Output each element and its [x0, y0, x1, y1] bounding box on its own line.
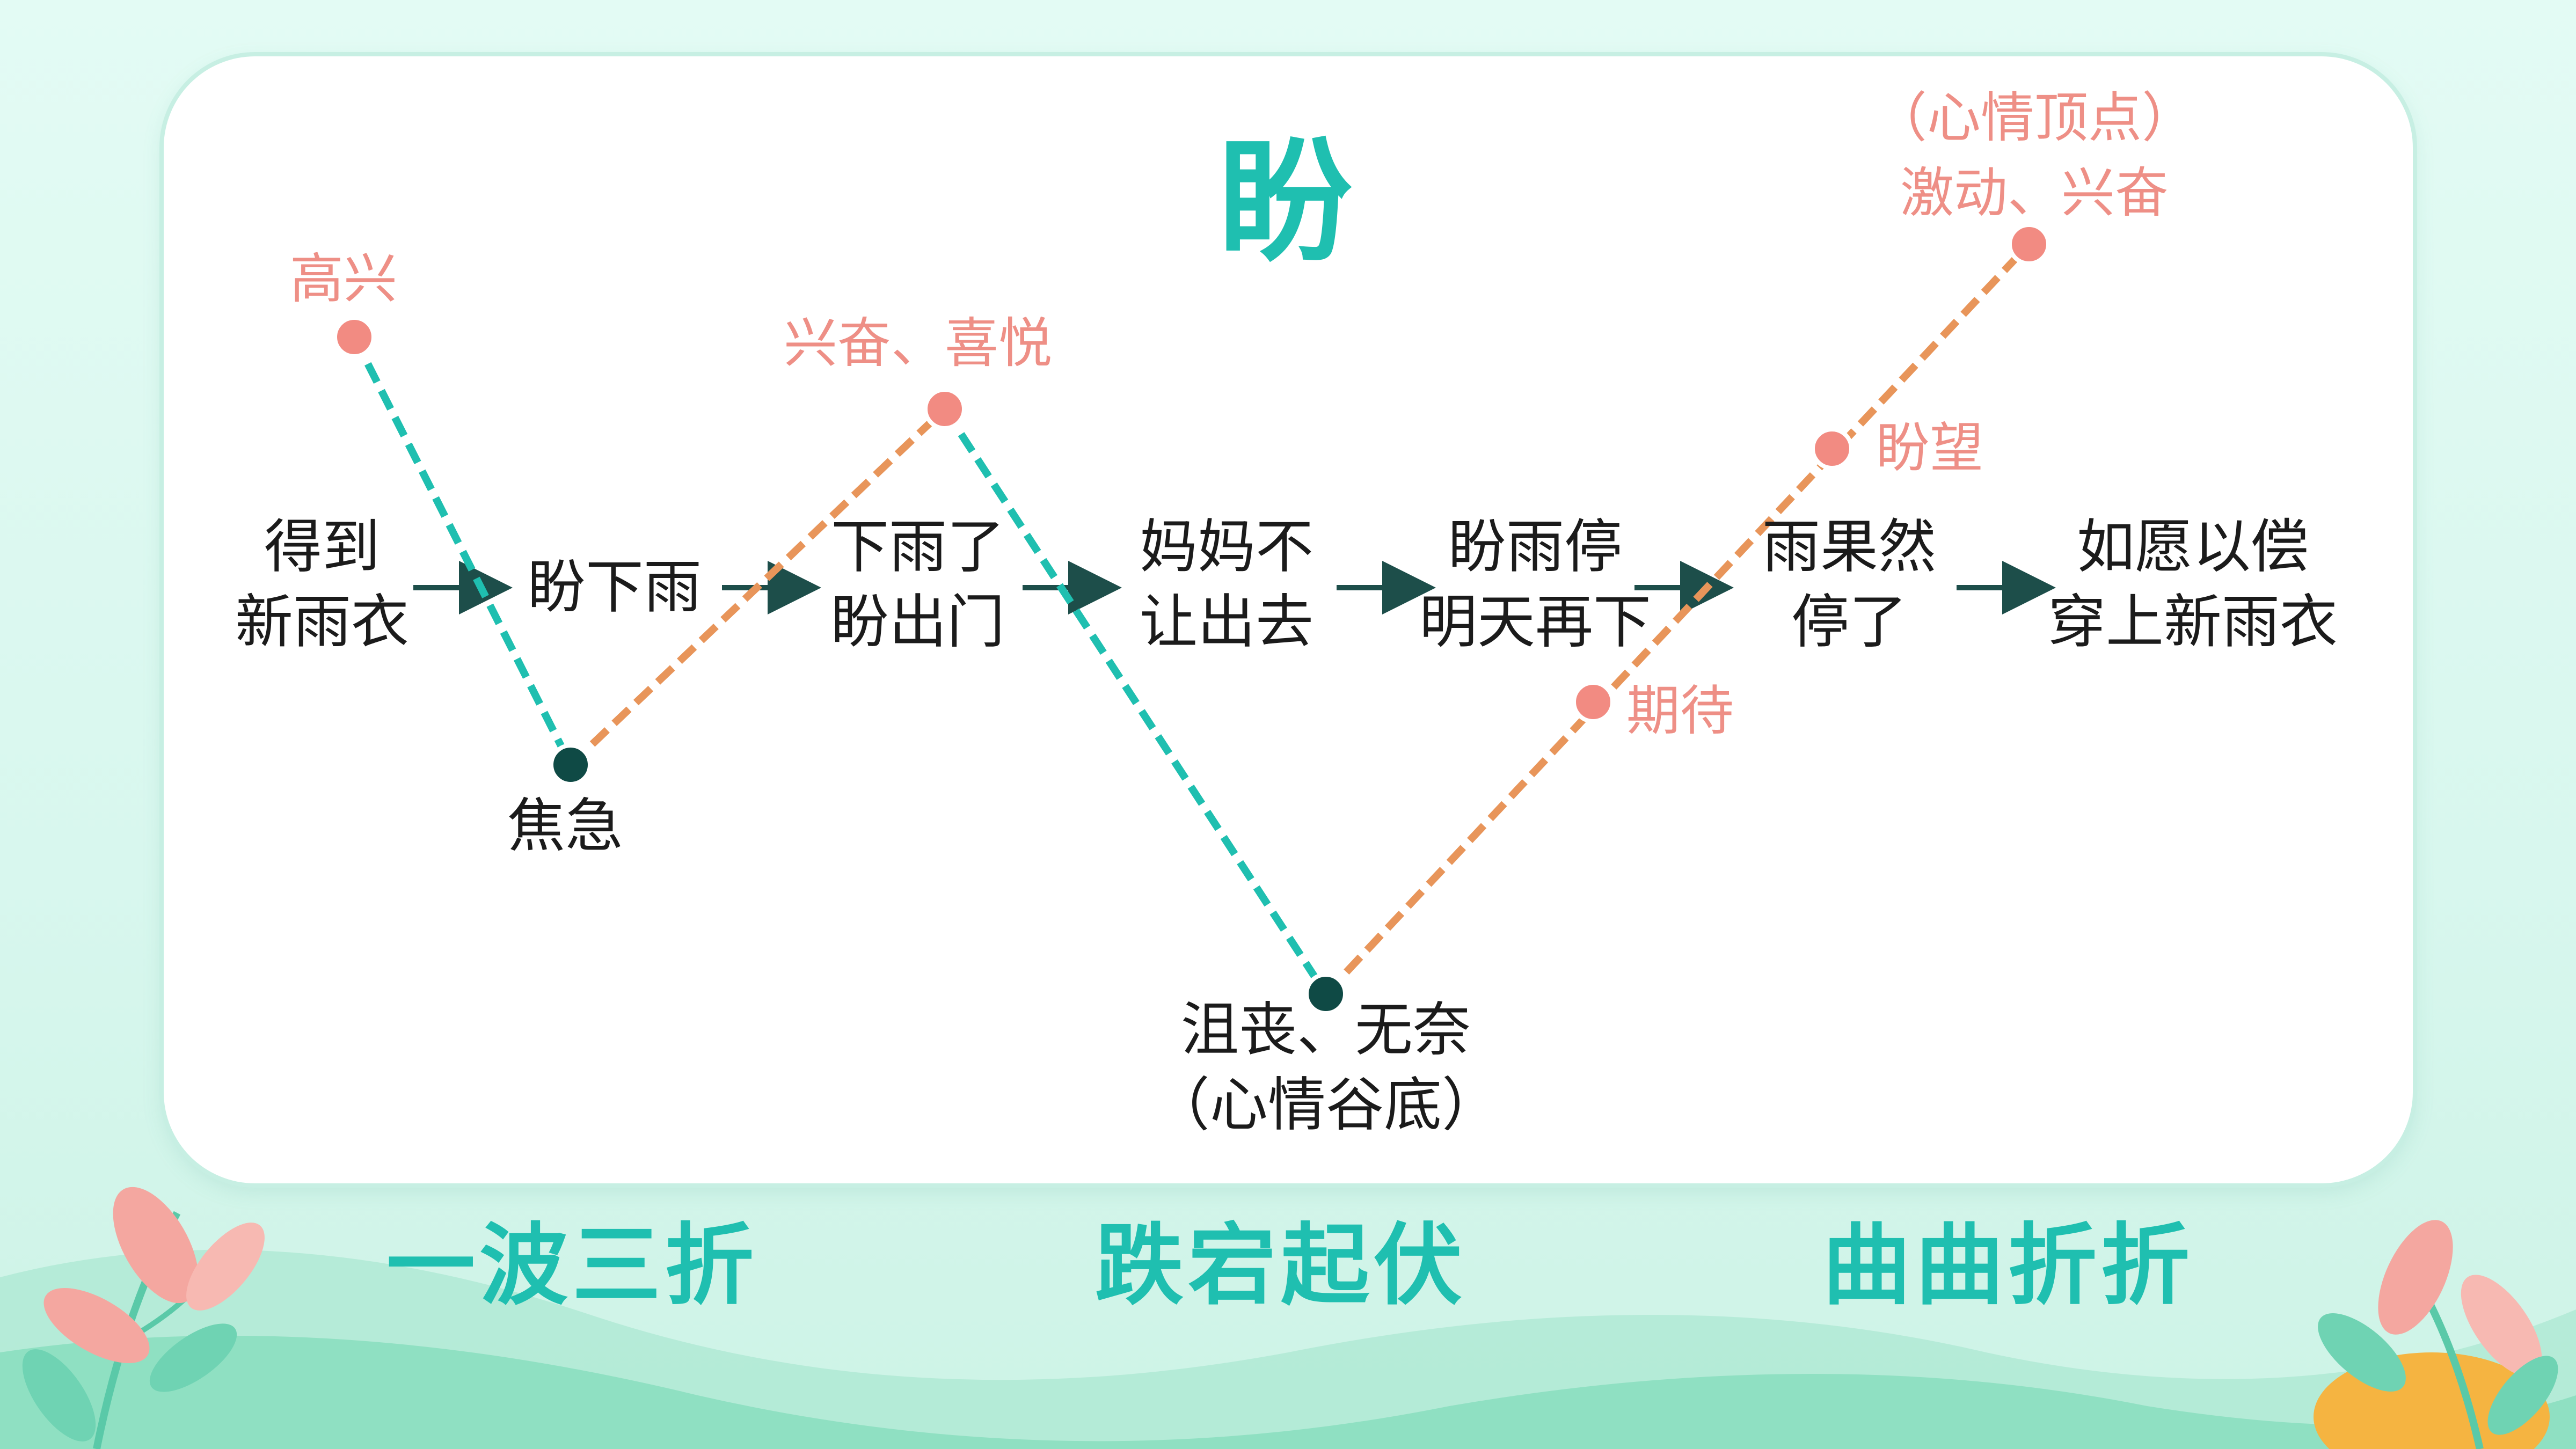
stage-7-line1: 如愿以偿 — [2076, 514, 2309, 581]
stage-5-line2: 明天再下 — [1419, 589, 1651, 656]
stage-label-7: 如愿以偿 穿上新雨衣 — [2026, 510, 2359, 660]
stage-6-line1: 雨果然 — [1762, 514, 1936, 581]
emotion-label-panwang: 盼望 — [1876, 416, 1983, 479]
emotion-point-xingfen — [923, 387, 966, 430]
curve-segment-up-1 — [568, 406, 947, 768]
stage-5-line1: 盼雨停 — [1448, 514, 1622, 581]
emotion-label-jiaoji: 焦急 — [507, 793, 624, 860]
summary-phrase-3: 曲曲折折 — [1822, 1213, 2194, 1317]
stage-7-line2: 穿上新雨衣 — [2047, 589, 2338, 656]
stage-label-4: 妈妈不 让出去 — [1122, 510, 1331, 660]
emotion-label-peak: （心情顶点） 激动、兴奋 — [1847, 80, 2222, 231]
emotion-point-jiaoji — [549, 743, 592, 786]
emotion-point-peak — [2008, 223, 2050, 266]
stage-label-1: 得到 新雨衣 — [231, 510, 413, 660]
stage-1-line1: 得到 — [264, 514, 380, 581]
emotion-point-jusang — [1304, 972, 1347, 1015]
stage-2-line1: 盼下雨 — [527, 554, 702, 621]
stage-4-line2: 让出去 — [1139, 589, 1313, 656]
summary-phrase-1: 一波三折 — [386, 1213, 758, 1317]
stage-6-line2: 停了 — [1791, 589, 1907, 656]
emotion-label-qidai: 期待 — [1626, 679, 1734, 742]
emotion-label-jusang: 沮丧、无奈 （心情谷底） — [1133, 993, 1519, 1143]
emotion-label-peak-line2: 激动、兴奋 — [1900, 162, 2169, 224]
stage-3-line1: 下雨了 — [830, 514, 1005, 581]
stage-label-3: 下雨了 盼出门 — [819, 510, 1017, 660]
curve-segment-down-1 — [351, 335, 574, 767]
stage-label-6: 雨果然 停了 — [1747, 510, 1951, 660]
emotion-point-panwang — [1811, 427, 1853, 470]
emotion-label-jusang-line2: （心情谷底） — [1151, 1072, 1500, 1139]
stage-label-2: 盼下雨 — [513, 550, 717, 625]
page-title: 盼 — [1218, 122, 1353, 280]
emotion-label-xingfen-xiyue: 兴奋、喜悦 — [784, 312, 1052, 375]
emotion-label-peak-line1: （心情顶点） — [1873, 86, 2195, 149]
emotion-point-gaoxing — [333, 316, 376, 358]
emotion-label-jusang-line1: 沮丧、无奈 — [1180, 997, 1471, 1064]
plant-left-decoration — [22, 1187, 265, 1449]
curve-segment-down-2 — [942, 407, 1329, 996]
stage-1-line2: 新雨衣 — [235, 589, 409, 656]
summary-phrase-2: 跌宕起伏 — [1095, 1213, 1466, 1317]
stage-label-5: 盼雨停 明天再下 — [1412, 510, 1659, 660]
emotion-point-qidai — [1572, 680, 1615, 723]
hill-front — [0, 1335, 2576, 1449]
curve-segment-up-2 — [1323, 241, 2032, 997]
stage-4-line1: 妈妈不 — [1139, 514, 1313, 581]
stage-3-line2: 盼出门 — [830, 589, 1005, 656]
emotion-label-gaoxing: 高兴 — [290, 247, 397, 310]
plant-right-decoration — [2314, 1220, 2558, 1449]
